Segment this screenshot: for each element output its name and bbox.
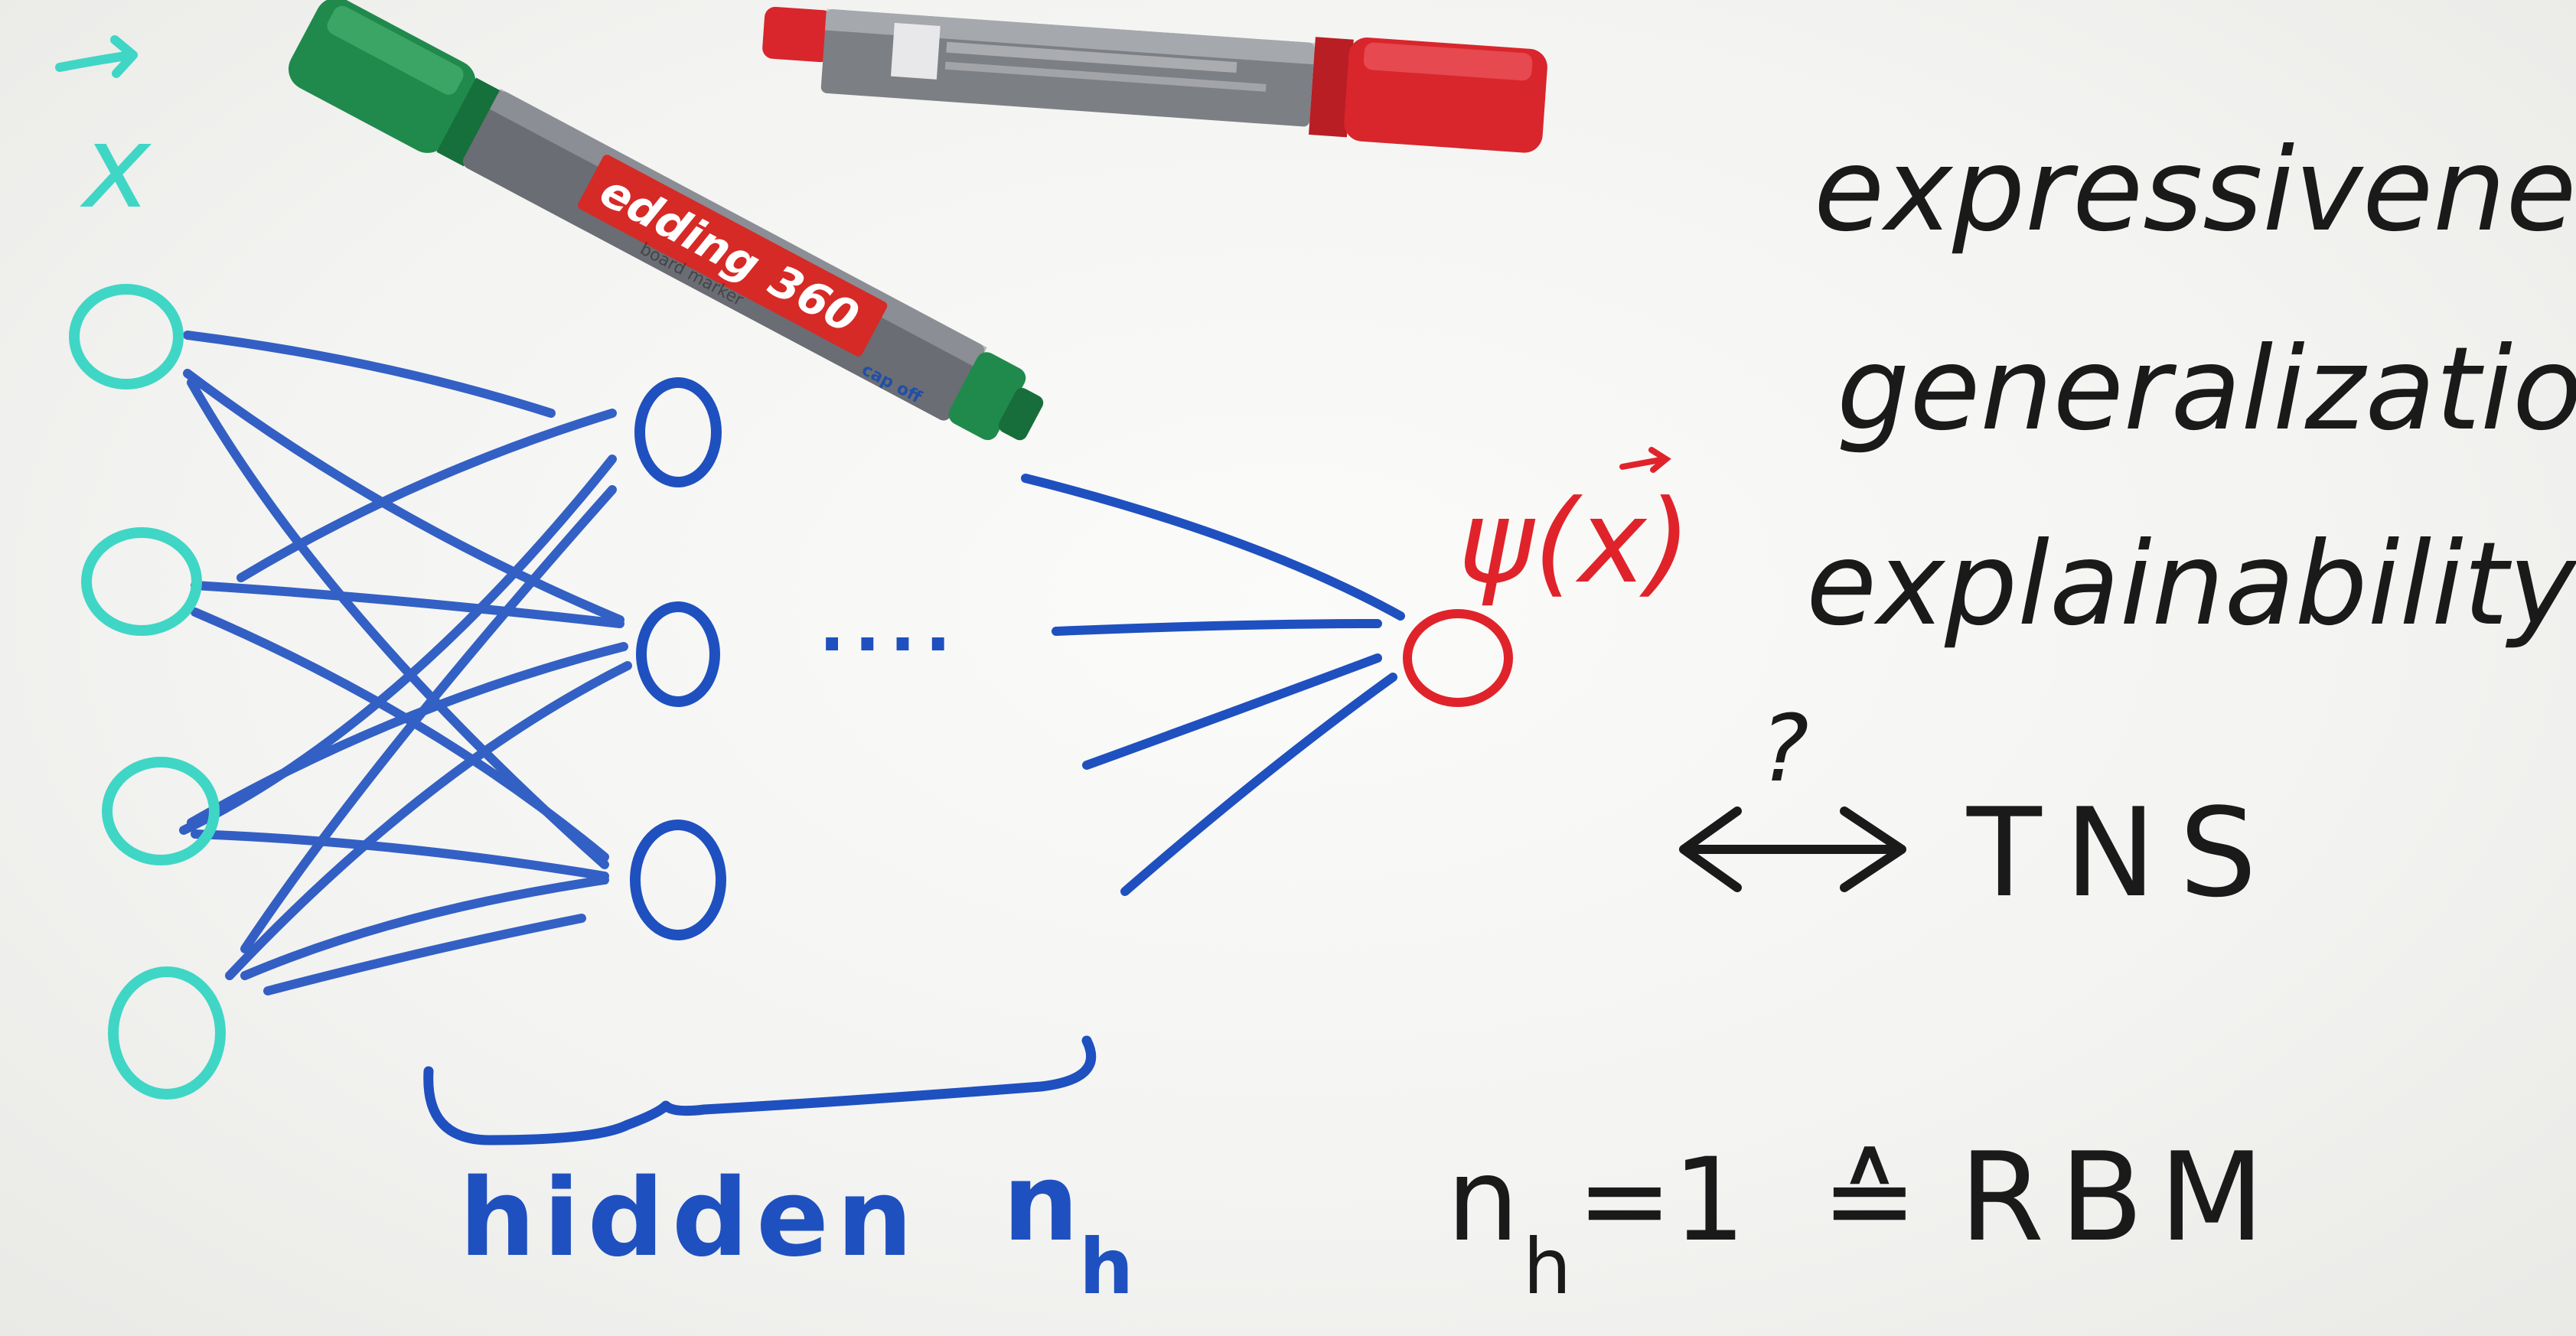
equivalence-question-mark: ? [1760, 696, 1809, 803]
hidden-label: hidden [459, 1156, 921, 1281]
output-function-label: ψ(x) [1458, 447, 1691, 609]
note-generalization: generalization? [1837, 323, 2576, 456]
input-node-2 [81, 527, 202, 636]
notes: expressiveness? generalization? explaina… [1446, 124, 2576, 1312]
double-arrow-icon [1679, 806, 1906, 892]
note-explainability: explainability?? [1806, 518, 2576, 651]
rbm-label: RBM [1959, 1126, 2280, 1269]
hidden-brace [423, 1035, 1097, 1145]
hidden-node-3 [630, 820, 726, 940]
ellipsis: .... [819, 587, 960, 667]
hidden-node-2 [636, 601, 720, 707]
rbm-n: n [1446, 1134, 1519, 1267]
hidden-output-connections [1021, 474, 1405, 896]
red-marker [762, 6, 1547, 153]
nh-subscript: h [1079, 1222, 1133, 1312]
rbm-equals-one: =1 [1577, 1134, 1746, 1267]
input-vector-label: x [55, 35, 152, 234]
input-node-1 [69, 284, 184, 389]
note-tns: TNS [1966, 781, 2280, 924]
hidden-layer [630, 377, 726, 940]
psi-of-x: ψ(x) [1458, 476, 1691, 609]
input-hidden-connections [179, 331, 632, 995]
vector-arrow-icon [55, 35, 138, 78]
input-node-4 [108, 966, 226, 1100]
input-vector-x: x [80, 101, 152, 234]
output-node [1403, 609, 1513, 707]
input-node-3 [102, 757, 220, 865]
nh-label: n [1003, 1141, 1079, 1266]
hidden-node-1 [634, 377, 722, 487]
output-vector-arrow-icon [1619, 447, 1671, 473]
rbm-subscript-h: h [1523, 1222, 1571, 1312]
rbm-corresponds: ≙ [1821, 1134, 1918, 1267]
note-expressiveness: expressiveness? [1814, 124, 2576, 257]
input-layer [69, 284, 226, 1100]
